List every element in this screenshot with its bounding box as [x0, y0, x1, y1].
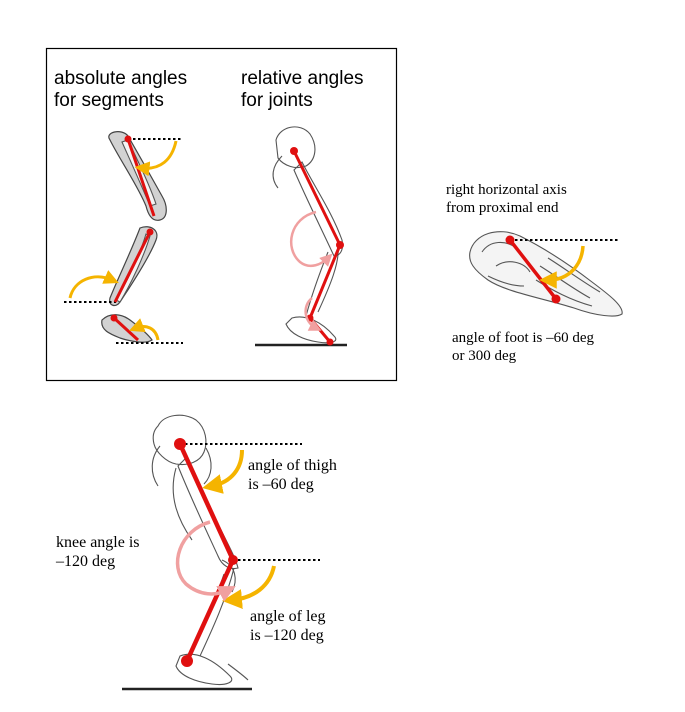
absolute-angles-heading-line2: for segments [54, 90, 164, 111]
small-foot-proximal-dot [110, 314, 118, 322]
relative-toe-dot [326, 338, 334, 346]
large-leg-figure [122, 414, 320, 691]
leg-proximal-dot [146, 228, 154, 236]
relative-knee-angle-arrow [290, 210, 333, 268]
relative-angles-heading-line1: relative angles [241, 68, 364, 89]
thigh-proximal-dot [124, 135, 132, 143]
foot-angle-label-line2: or 300 deg [452, 348, 517, 364]
foot-proximal-dot [505, 235, 515, 245]
large-ankle-dot [181, 655, 193, 667]
large-knee-dot [228, 555, 238, 565]
small-foot-angle-arrow [129, 318, 160, 341]
small-foot-segment-line [112, 316, 140, 342]
large-thigh-line [177, 443, 236, 561]
thigh-segment-line [126, 138, 156, 217]
thigh-segment-figure [108, 131, 181, 221]
relative-ankle-angle-arrow [304, 297, 322, 331]
leg-angle-arrow-large [222, 565, 276, 610]
knee-angle-arrow-large [175, 520, 236, 602]
thigh-angle-arrow-large [202, 449, 244, 494]
leg-angle-label-line2: is –120 deg [250, 627, 324, 644]
foot-segment-line [508, 238, 558, 301]
relative-thigh-line [292, 150, 342, 246]
thigh-angle-arrow [134, 140, 178, 177]
relative-knee-dot [336, 241, 344, 249]
leg-segment-line [113, 231, 152, 303]
absolute-angles-heading-line1: absolute angles [54, 68, 187, 89]
thigh-angle-label-line2: is –60 deg [248, 476, 314, 493]
foot-axis-label-line1: right horizontal axis [446, 182, 567, 198]
large-leg-line [184, 559, 236, 662]
knee-angle-label-line1: knee angle is [56, 534, 140, 551]
large-hip-dot [174, 438, 186, 450]
relative-angles-leg-figure [255, 126, 347, 347]
foot-angle-label-line1: angle of foot is –60 deg [452, 330, 595, 346]
leg-segment-figure [64, 226, 158, 307]
relative-hip-dot [290, 147, 298, 155]
foot-distal-dot [551, 294, 561, 304]
foot-axis-label-line2: from proximal end [446, 200, 559, 216]
small-foot-segment-figure [101, 314, 183, 344]
foot-figure [469, 231, 623, 317]
thigh-angle-label-line1: angle of thigh [248, 457, 337, 474]
leg-angle-label-line1: angle of leg [250, 608, 326, 625]
knee-angle-label-line2: –120 deg [55, 553, 115, 570]
relative-angles-heading-line2: for joints [241, 90, 313, 111]
leg-angle-arrow [68, 270, 119, 299]
relative-leg-line [308, 244, 342, 319]
foot-angle-arrow [539, 245, 585, 289]
